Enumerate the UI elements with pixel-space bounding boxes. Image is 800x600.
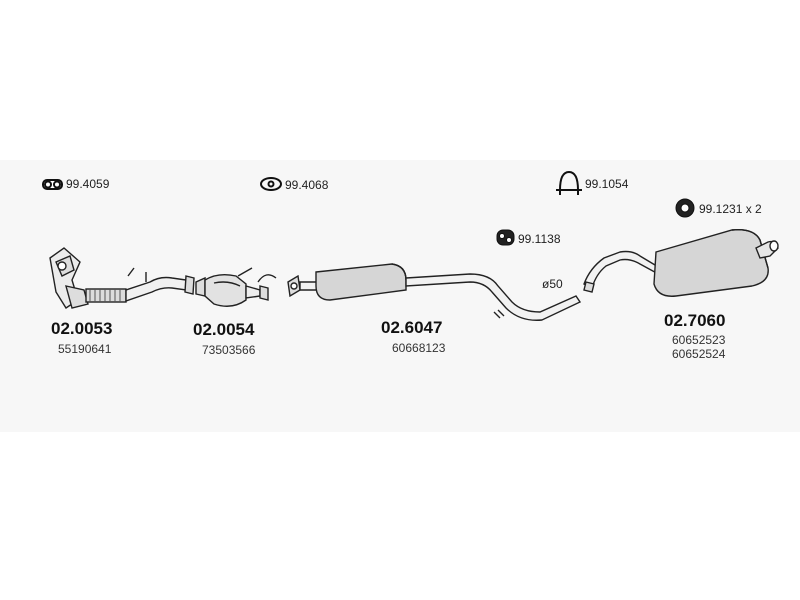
oem-number-60652523: 60652523	[672, 333, 726, 347]
oval-gasket-icon	[260, 177, 282, 191]
rubber-hanger-icon	[496, 229, 515, 246]
part-number-02-0054: 02.0054	[193, 320, 255, 339]
pipe-diameter-label: ø50	[542, 277, 563, 291]
oem-number-60668123: 60668123	[392, 341, 446, 355]
part-number-02-6047: 02.6047	[381, 318, 443, 337]
oem-number-73503566: 73503566	[202, 343, 256, 357]
oem-number-60652524: 60652524	[672, 347, 726, 361]
accessory-code-99-4059: 99.4059	[66, 177, 110, 191]
double-ring-clamp-icon	[42, 179, 63, 190]
oem-number-55190641: 55190641	[58, 342, 112, 356]
accessory-code-99-1138: 99.1138	[518, 232, 561, 246]
middle-silencer-drawing	[287, 263, 582, 321]
part-number-02-7060: 02.7060	[664, 311, 726, 330]
accessory-code-99-1054: 99.1054	[585, 177, 629, 191]
u-bolt-clamp-icon	[556, 170, 582, 195]
manifold-front-pipe-drawing	[49, 247, 195, 309]
rear-silencer-drawing	[583, 229, 779, 297]
accessory-code-99-1231: 99.1231 x 2	[699, 202, 762, 216]
rubber-mount-icon	[675, 198, 695, 218]
accessory-code-99-4068: 99.4068	[285, 178, 329, 192]
catalytic-converter-drawing	[195, 267, 277, 307]
part-number-02-0053: 02.0053	[51, 319, 113, 338]
